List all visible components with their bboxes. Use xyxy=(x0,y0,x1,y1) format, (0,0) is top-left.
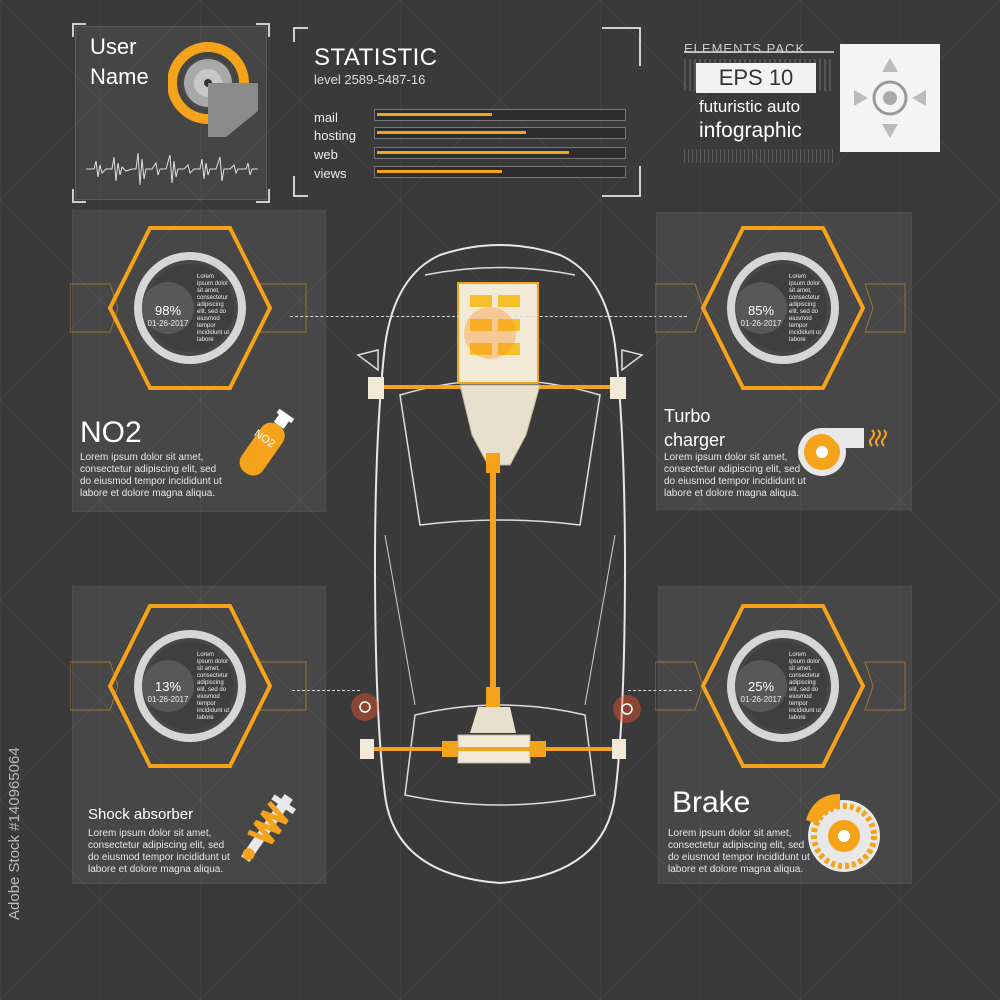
stat-fill-hosting xyxy=(377,131,526,134)
stat-fill-views xyxy=(377,170,502,173)
gauge-date-no2: 01-26-2017 xyxy=(147,319,189,328)
stat-fill-web xyxy=(377,151,569,154)
panel-title-shock: Shock absorber xyxy=(88,806,194,823)
brake-disc-icon xyxy=(806,794,880,872)
stat-fill-mail xyxy=(377,113,493,116)
stat-label-views: views xyxy=(314,166,347,181)
gauge-date-turbo: 01-26-2017 xyxy=(740,319,782,328)
watermark-brand: Adobe Stock xyxy=(6,834,23,920)
pack-line2: infographic xyxy=(699,119,802,142)
stat-bar-views xyxy=(374,166,626,178)
statistic-frame xyxy=(293,27,641,197)
car-schematic xyxy=(351,244,644,885)
stat-label-hosting: hosting xyxy=(314,128,356,143)
stat-label-mail: mail xyxy=(314,110,338,125)
gauge-date-shock: 01-26-2017 xyxy=(147,695,189,704)
gauge-percent-shock: 13% xyxy=(154,679,182,694)
stat-bar-hosting xyxy=(374,127,626,139)
pack-line1: futuristic auto xyxy=(699,97,801,116)
pack-emblem xyxy=(840,44,940,152)
panel-title-no2: NO2 xyxy=(80,416,142,449)
gauge-lorem-turbo: Lorem ipsum dolor sit amet, consectetur … xyxy=(789,274,822,343)
panel-title-turbo-line1: Turbo xyxy=(664,406,711,426)
watermark-id: #140965064 xyxy=(6,747,23,831)
hex-gauge-brake xyxy=(655,604,906,768)
connector-shock xyxy=(292,690,360,691)
panel-title-turbo: Turbo charger xyxy=(664,404,725,452)
gauge-lorem-no2: Lorem ipsum dolor sit amet, consectetur … xyxy=(197,274,230,343)
hex-gauge-shock xyxy=(70,604,307,768)
stat-bar-web xyxy=(374,147,626,159)
pack-pattern xyxy=(684,149,834,163)
gauge-percent-brake: 25% xyxy=(747,679,775,694)
shock-absorber-icon xyxy=(241,794,297,862)
corner-bracket xyxy=(256,189,270,203)
elements-pack: ELEMENTS PACK EPS 10 futuristic auto inf… xyxy=(684,37,834,167)
stat-label-web: web xyxy=(314,147,338,162)
gauge-percent-turbo: 85% xyxy=(747,303,775,318)
panel-title-turbo-line2: charger xyxy=(664,430,726,450)
stat-bar-mail xyxy=(374,109,626,121)
hex-gauge-turbo xyxy=(655,226,906,390)
turbocharger-icon xyxy=(798,428,887,476)
wheel-emblem-icon xyxy=(854,58,926,138)
gauge-date-brake: 01-26-2017 xyxy=(740,695,782,704)
gauge-percent-no2: 98% xyxy=(154,303,182,318)
user-label-line1: User xyxy=(90,34,137,59)
pack-eps: EPS 10 xyxy=(696,63,816,93)
user-card: User Name xyxy=(72,23,270,203)
panel-desc-shock: Lorem ipsum dolor sit amet, consectetur … xyxy=(88,828,230,875)
connector-brake xyxy=(628,690,692,691)
waveform-icon xyxy=(86,152,258,186)
statistic-title: STATISTIC xyxy=(314,44,438,71)
gauge-lorem-shock: Lorem ipsum dolor sit amet, consectetur … xyxy=(197,652,230,721)
connector-turbo xyxy=(515,316,687,317)
statistic-level: level 2589-5487-16 xyxy=(314,72,426,87)
hex-gauge-no2 xyxy=(70,226,307,390)
panel-title-brake: Brake xyxy=(672,786,751,819)
corner-bracket xyxy=(256,23,270,37)
gauge-lorem-brake: Lorem ipsum dolor sit amet, consectetur … xyxy=(789,652,822,721)
pack-header: ELEMENTS PACK xyxy=(684,41,806,56)
panel-desc-turbo: Lorem ipsum dolor sit amet, consectetur … xyxy=(664,452,806,499)
avatar-icon xyxy=(168,42,258,137)
panel-desc-brake: Lorem ipsum dolor sit amet, consectetur … xyxy=(668,828,810,875)
user-label-line2: Name xyxy=(90,64,149,89)
watermark-text: Adobe Stock #140965064 xyxy=(6,747,23,920)
connector-no2 xyxy=(290,316,460,317)
pack-rule xyxy=(684,51,834,53)
corner-bracket xyxy=(72,23,86,37)
panel-desc-no2: Lorem ipsum dolor sit amet, consectetur … xyxy=(80,452,222,499)
corner-bracket xyxy=(72,189,86,203)
gas-cylinder-icon xyxy=(239,408,295,476)
